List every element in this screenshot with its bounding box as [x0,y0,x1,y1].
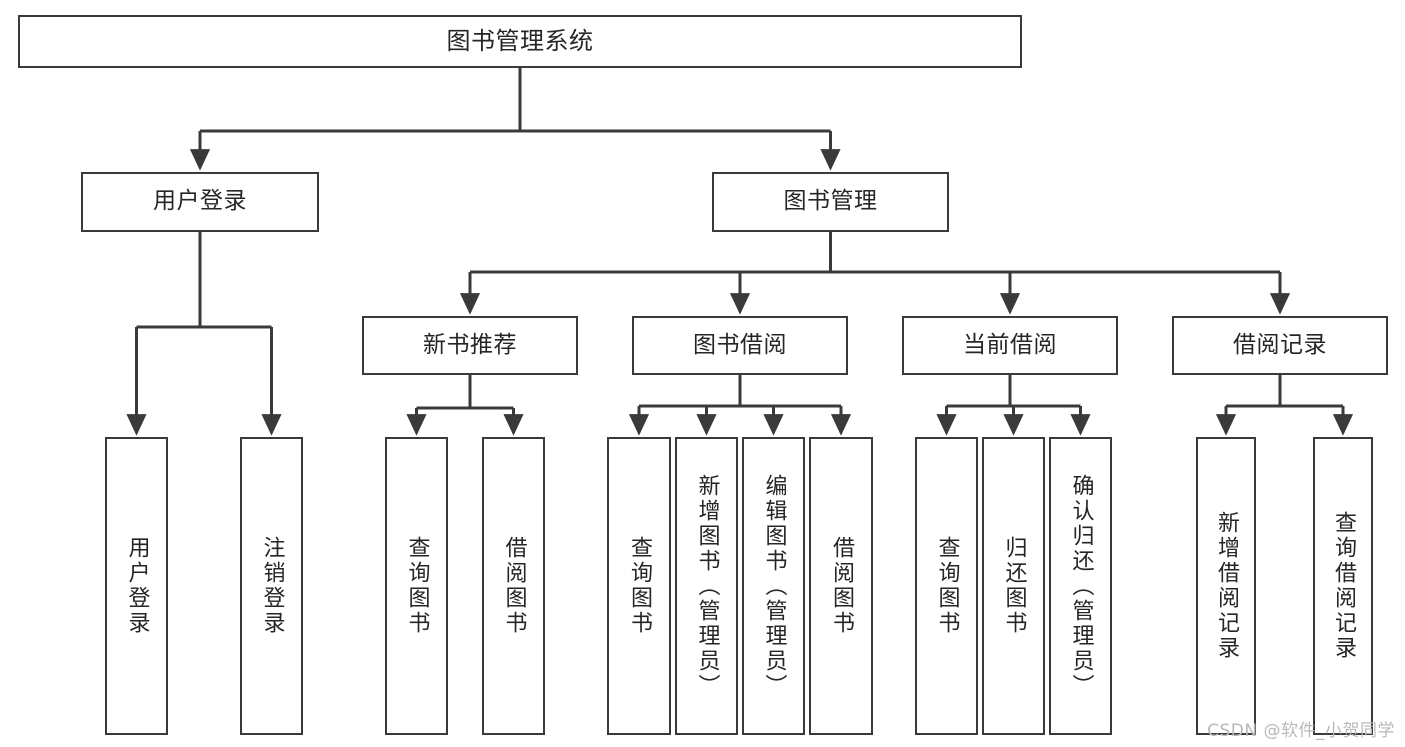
node-leaf-query-borrow-record[interactable]: 查询借阅记录 [1313,437,1373,735]
node-leaf-query-book-1-label: 查询图书 [404,536,430,636]
node-new-book-recommend[interactable]: 新书推荐 [362,316,578,375]
node-leaf-borrow-book-1-label: 借阅图书 [501,536,527,636]
node-root-label: 图书管理系统 [446,27,594,56]
node-root[interactable]: 图书管理系统 [18,15,1022,68]
node-leaf-user-login[interactable]: 用户登录 [105,437,168,735]
node-new-book-recommend-label: 新书推荐 [423,331,517,358]
node-book-borrow-label: 图书借阅 [693,331,787,358]
node-leaf-borrow-book-2[interactable]: 借阅图书 [809,437,873,735]
node-leaf-logout[interactable]: 注销登录 [240,437,303,735]
node-leaf-edit-book-admin-label: 编辑图书（管理员） [761,473,787,699]
node-book-management[interactable]: 图书管理 [712,172,949,232]
node-leaf-logout-label: 注销登录 [259,536,285,636]
node-leaf-user-login-label: 用户登录 [124,536,150,636]
node-book-management-label: 图书管理 [783,188,878,215]
node-leaf-query-book-1[interactable]: 查询图书 [385,437,448,735]
node-leaf-borrow-book-1[interactable]: 借阅图书 [482,437,545,735]
node-leaf-confirm-return-admin[interactable]: 确认归还（管理员） [1049,437,1112,735]
node-user-login[interactable]: 用户登录 [81,172,319,232]
node-current-borrow-label: 当前借阅 [963,331,1057,358]
node-user-login-label: 用户登录 [153,188,247,215]
node-leaf-add-book-admin[interactable]: 新增图书（管理员） [675,437,738,735]
node-leaf-query-borrow-record-label: 查询借阅记录 [1331,511,1356,661]
node-leaf-query-book-2-label: 查询图书 [627,536,652,636]
node-leaf-add-book-admin-label: 新增图书（管理员） [694,473,720,699]
node-borrow-record[interactable]: 借阅记录 [1172,316,1388,375]
node-borrow-record-label: 借阅记录 [1233,331,1327,358]
node-leaf-add-borrow-record-label: 新增借阅记录 [1214,511,1239,661]
node-leaf-query-book-3-label: 查询图书 [934,536,960,636]
node-leaf-return-book-label: 归还图书 [1001,536,1027,636]
node-leaf-borrow-book-2-label: 借阅图书 [829,536,854,636]
node-leaf-add-borrow-record[interactable]: 新增借阅记录 [1196,437,1256,735]
node-current-borrow[interactable]: 当前借阅 [902,316,1118,375]
node-leaf-query-book-2[interactable]: 查询图书 [607,437,671,735]
node-leaf-edit-book-admin[interactable]: 编辑图书（管理员） [742,437,805,735]
node-leaf-query-book-3[interactable]: 查询图书 [915,437,978,735]
node-book-borrow[interactable]: 图书借阅 [632,316,848,375]
node-leaf-return-book[interactable]: 归还图书 [982,437,1045,735]
node-leaf-confirm-return-admin-label: 确认归还（管理员） [1068,473,1094,699]
